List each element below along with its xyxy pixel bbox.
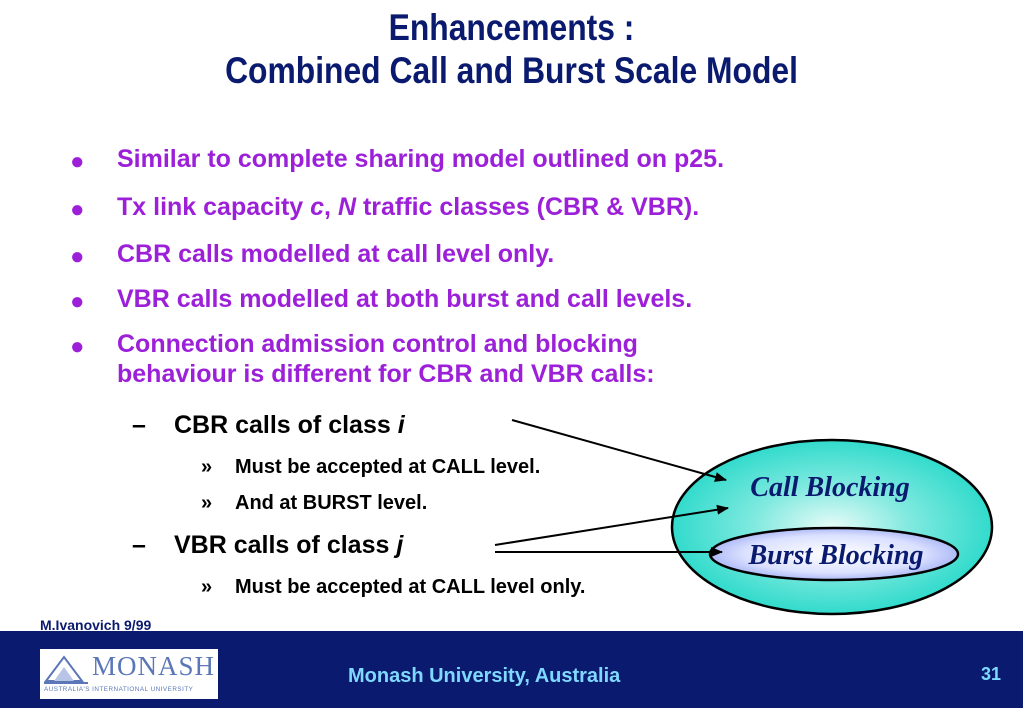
burst-blocking-ellipse <box>708 526 960 582</box>
dash-marker: – <box>132 531 146 559</box>
footer-bar: MONASH AUSTRALIA'S INTERNATIONAL UNIVERS… <box>0 631 1023 708</box>
variable-j: j <box>396 531 404 559</box>
bullet-text-line-1: Connection admission control and blockin… <box>117 330 638 358</box>
variable-i: i <box>397 411 405 439</box>
bullet-marker: ● <box>70 243 85 270</box>
raquo-marker: » <box>201 456 213 478</box>
university-name: Monash University, Australia <box>348 665 621 687</box>
arrow-vbr-to-call-blocking <box>494 504 729 546</box>
raquo-marker: » <box>201 492 213 514</box>
logo-tagline: AUSTRALIA'S INTERNATIONAL UNIVERSITY <box>44 686 194 693</box>
variable-n: N <box>337 193 357 221</box>
bullet-marker: ● <box>70 333 85 360</box>
text-part: Tx link capacity <box>117 193 311 221</box>
text-part: CBR calls of class <box>174 411 398 439</box>
text-part: VBR calls of class <box>174 531 397 559</box>
bullet-text: Tx link capacity c, N traffic classes (C… <box>117 193 699 222</box>
bullet-text: CBR calls modelled at call level only. <box>117 240 555 268</box>
text-part: traffic classes (CBR & VBR). <box>356 193 700 221</box>
call-blocking-label: Call Blocking <box>750 472 909 503</box>
text-part: , <box>324 193 338 221</box>
title-line-1: Enhancements : <box>388 7 635 48</box>
raquo-marker: » <box>201 576 213 598</box>
bullet-marker: ● <box>70 288 85 315</box>
burst-blocking-label: Burst Blocking <box>747 540 923 571</box>
variable-c: c <box>310 193 325 221</box>
sub-sub-bullet-text: Must be accepted at CALL level. <box>235 456 541 478</box>
sub-sub-bullet-text: And at BURST level. <box>235 492 428 514</box>
bullet-text: VBR calls modelled at both burst and cal… <box>117 285 693 313</box>
bullet-text-line-2: behaviour is different for CBR and VBR c… <box>117 360 655 388</box>
bullet-marker: ● <box>70 196 85 223</box>
sub-sub-bullet-text: Must be accepted at CALL level only. <box>235 576 586 598</box>
sub-bullet-text: CBR calls of class i <box>174 411 405 440</box>
logo-emblem-icon <box>44 655 88 684</box>
slide-title: Enhancements : Combined Call and Burst S… <box>72 6 952 92</box>
bullet-text: Similar to complete sharing model outlin… <box>117 145 725 173</box>
title-line-2: Combined Call and Burst Scale Model <box>225 50 798 91</box>
author-credit: M.Ivanovich 9/99 <box>40 617 152 633</box>
bullet-marker: ● <box>70 148 85 175</box>
arrow-cbr-to-call-blocking <box>511 419 727 482</box>
monash-logo: MONASH AUSTRALIA'S INTERNATIONAL UNIVERS… <box>40 649 218 699</box>
page-number: 31 <box>981 664 1002 684</box>
sub-bullet-text: VBR calls of class j <box>174 531 403 560</box>
dash-marker: – <box>132 411 146 439</box>
logo-wordmark: MONASH <box>92 651 216 681</box>
